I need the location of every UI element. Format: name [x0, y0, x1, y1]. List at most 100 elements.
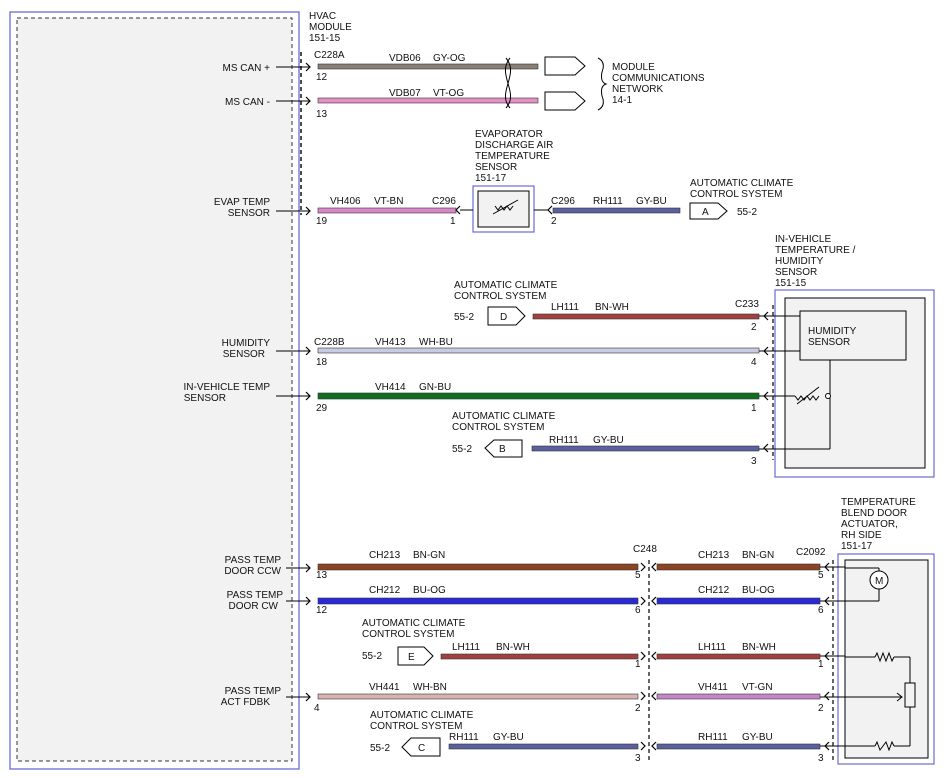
color-bu-og-left: BU-OG: [413, 585, 446, 596]
evap-sensor-title-2: DISCHARGE AIR: [475, 140, 553, 151]
evap-sensor-title-3: TEMPERATURE: [475, 151, 550, 162]
wire-ch213-left: [317, 563, 639, 571]
circuit-rh111-a: RH111: [593, 196, 623, 207]
wire-ch212-right: [656, 597, 821, 605]
wire-lh111-left: [440, 653, 639, 660]
connector-c228b: C228B: [314, 337, 345, 348]
pin-1-c233: 1: [751, 403, 757, 414]
ref-d-page: 55-2: [454, 312, 474, 323]
ref-arrow-d: [487, 306, 526, 326]
ref-a-page: 55-2: [737, 207, 757, 218]
circuit-ch212-left: CH212: [369, 585, 401, 596]
circuit-vh406: VH406: [330, 196, 361, 207]
color-gn-bu: GN-BU: [419, 382, 451, 393]
color-vt-gn: VT-GN: [742, 682, 773, 693]
pin-6-c2092: 6: [818, 605, 824, 616]
module-title-line3: 151-15: [309, 33, 341, 44]
ref-b-letter: B: [499, 444, 506, 455]
circuit-vdb06: VDB06: [389, 53, 421, 64]
ref-d-letter: D: [500, 312, 507, 323]
pin-arrow: [305, 96, 311, 106]
wire-rh111-left: [448, 743, 639, 750]
acc-a-title-2: CONTROL SYSTEM: [690, 189, 782, 200]
color-vt-og: VT-OG: [433, 88, 464, 99]
pin-13-top: 13: [316, 109, 328, 120]
color-gy-bu-left: GY-BU: [493, 732, 524, 743]
color-bn-gn-right: BN-GN: [742, 550, 774, 561]
pin-2-c233: 2: [751, 322, 757, 333]
pin-label-ms-can-plus: MS CAN +: [222, 63, 270, 74]
pin-4-fdbk: 4: [314, 703, 320, 714]
humidity-box-1: HUMIDITY: [808, 326, 857, 337]
ref-c-letter: C: [418, 743, 425, 754]
pin-4-c233: 4: [751, 357, 757, 368]
circuit-ch212-right: CH212: [698, 585, 730, 596]
wire-vh414: [317, 392, 760, 400]
color-bn-wh-left: BN-WH: [496, 642, 530, 653]
acc-d-title-1: AUTOMATIC CLIMATE: [454, 280, 558, 291]
module-title-line1: HVAC: [309, 11, 336, 22]
wire-vdb06: [317, 63, 539, 70]
acc-a-title-1: AUTOMATIC CLIMATE: [690, 178, 794, 189]
pin-1-evap: 1: [450, 216, 456, 227]
color-wh-bu: WH-BU: [419, 337, 453, 348]
pin-label-evap-1: EVAP TEMP: [214, 197, 270, 208]
connector-c296-left: C296: [432, 196, 456, 207]
blend-door-title-4: RH SIDE: [841, 530, 882, 541]
invehicle-title-1: IN-VEHICLE: [775, 234, 831, 245]
pin-arrow: [305, 563, 311, 573]
acc-c-title-1: AUTOMATIC CLIMATE: [370, 710, 474, 721]
invehicle-title-4: SENSOR: [775, 267, 817, 278]
pin-3-c233: 3: [751, 456, 757, 467]
pin-12-cw: 12: [316, 605, 328, 616]
circuit-lh111-right: LH111: [698, 642, 726, 653]
ref-module-comm-1: MODULE: [612, 62, 655, 73]
pin-label-pass-fdbk-1: PASS TEMP: [225, 686, 282, 697]
connector-arrow-can-plus: [544, 56, 586, 76]
wire-lh111-a: [532, 313, 760, 320]
ref-module-comm-4: 14-1: [612, 95, 632, 106]
pin-18: 18: [316, 357, 328, 368]
blend-door-title-5: 151-17: [841, 541, 873, 552]
humidity-box-2: SENSOR: [808, 337, 850, 348]
connector-c2092: C2092: [796, 547, 826, 558]
acc-b-title-1: AUTOMATIC CLIMATE: [452, 411, 556, 422]
evap-sensor-title-1: EVAPORATOR: [475, 129, 543, 140]
ref-arrow-a: [689, 202, 728, 220]
pin-arrow: [305, 346, 311, 356]
pin-12-top: 12: [316, 72, 328, 83]
pin-2-c248-left: 2: [635, 703, 641, 714]
wire-ch212-left: [317, 597, 639, 605]
pin-label-humidity-1: HUMIDITY: [222, 338, 271, 349]
blend-door-title-2: BLEND DOOR: [841, 508, 907, 519]
circuit-vh413: VH413: [375, 337, 406, 348]
circuit-vh414: VH414: [375, 382, 406, 393]
circuit-lh111-a: LH111: [551, 302, 579, 313]
blend-door-title-1: TEMPERATURE: [841, 497, 916, 508]
circuit-rh111-left: RH111: [449, 732, 479, 743]
connector-c233: C233: [735, 299, 759, 310]
pin-5-c2092: 5: [818, 570, 824, 581]
color-wh-bn: WH-BN: [413, 682, 447, 693]
wire-ch213-right: [656, 563, 821, 571]
color-gy-bu-right: GY-BU: [742, 732, 773, 743]
circuit-rh111-right: RH111: [698, 732, 728, 743]
circuit-ch213-left: CH213: [369, 550, 401, 561]
pin-arrow: [305, 692, 311, 702]
module-title-line2: MODULE: [309, 22, 352, 33]
acc-d-title-2: CONTROL SYSTEM: [454, 291, 546, 302]
wire-lh111-right: [656, 653, 821, 660]
ref-arrow-e: [397, 646, 434, 666]
pin-5-c248-left: 5: [635, 570, 641, 581]
acc-e-title-2: CONTROL SYSTEM: [362, 629, 454, 640]
ref-c-page: 55-2: [370, 743, 390, 754]
color-bn-gn-left: BN-GN: [413, 550, 445, 561]
pin-label-evap-2: SENSOR: [228, 208, 270, 219]
color-bn-wh-a: BN-WH: [595, 302, 629, 313]
ref-arrow-b: [484, 439, 523, 458]
pin-29: 29: [316, 403, 328, 414]
invehicle-title-3: HUMIDITY: [775, 256, 824, 267]
color-gy-og: GY-OG: [433, 53, 466, 64]
invehicle-title-2: TEMPERATURE /: [775, 245, 856, 256]
